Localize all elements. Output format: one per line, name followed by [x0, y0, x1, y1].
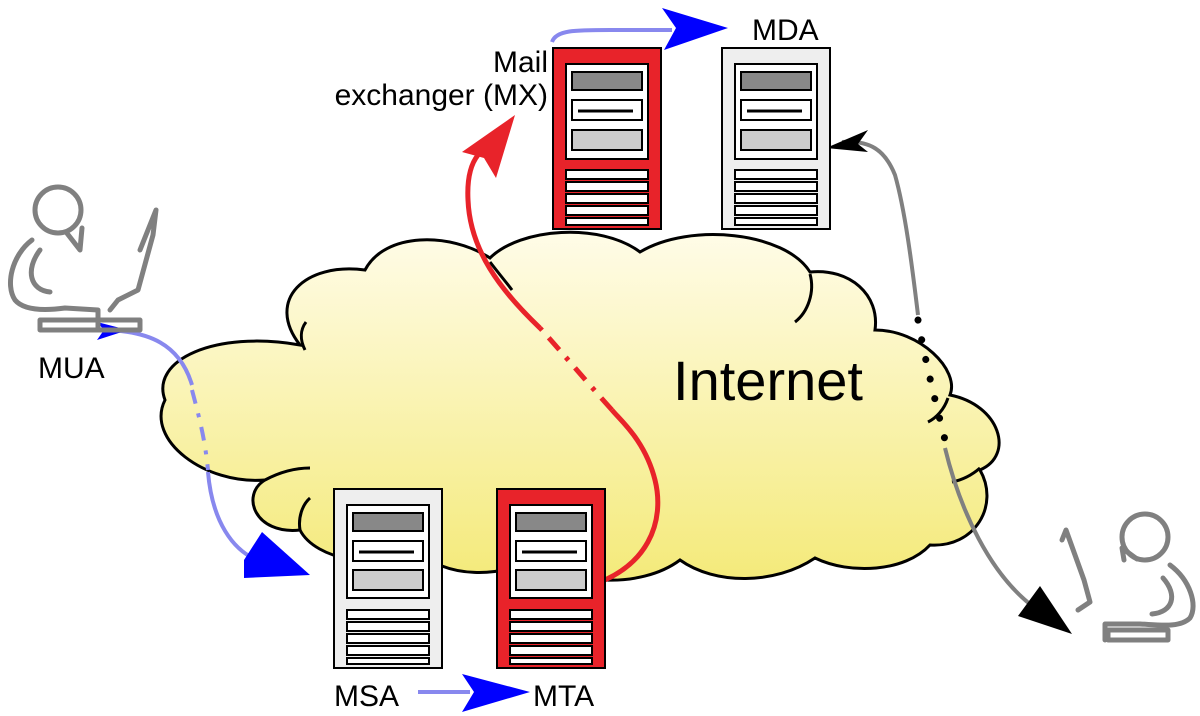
cloud-inner-curve — [488, 261, 514, 291]
mx-label-line2: exchanger (MX) — [335, 79, 548, 112]
arrowhead — [462, 674, 530, 712]
mta-server — [496, 488, 606, 669]
mda-label: MDA — [752, 14, 819, 47]
arrow-mx-to-mda — [550, 8, 728, 50]
recipient-person-icon — [1059, 511, 1196, 643]
mx-label-line1: Mail — [493, 46, 548, 79]
arrow-mda-to-recipient — [826, 130, 1072, 634]
sender-person-icon — [8, 184, 159, 333]
arrowhead — [662, 8, 728, 50]
msa-label: MSA — [334, 680, 399, 713]
internet-label: Internet — [673, 349, 863, 412]
cloud-inner-curve — [927, 397, 950, 424]
mx-server — [552, 47, 662, 230]
arrowhead — [462, 115, 515, 178]
mda-server — [721, 47, 831, 230]
arrow-msa-to-mta — [418, 674, 530, 712]
arrowhead — [826, 130, 868, 152]
cloud-inner-curve — [794, 273, 814, 324]
arrowhead — [244, 532, 310, 578]
cloud-inner-curve — [264, 466, 311, 482]
mta-label: MTA — [533, 680, 594, 713]
cloud-inner-curve — [298, 496, 312, 531]
msa-server — [333, 488, 443, 669]
mua-label: MUA — [38, 352, 105, 385]
cloud-inner-curve — [299, 321, 308, 351]
arrowhead — [1018, 586, 1072, 634]
